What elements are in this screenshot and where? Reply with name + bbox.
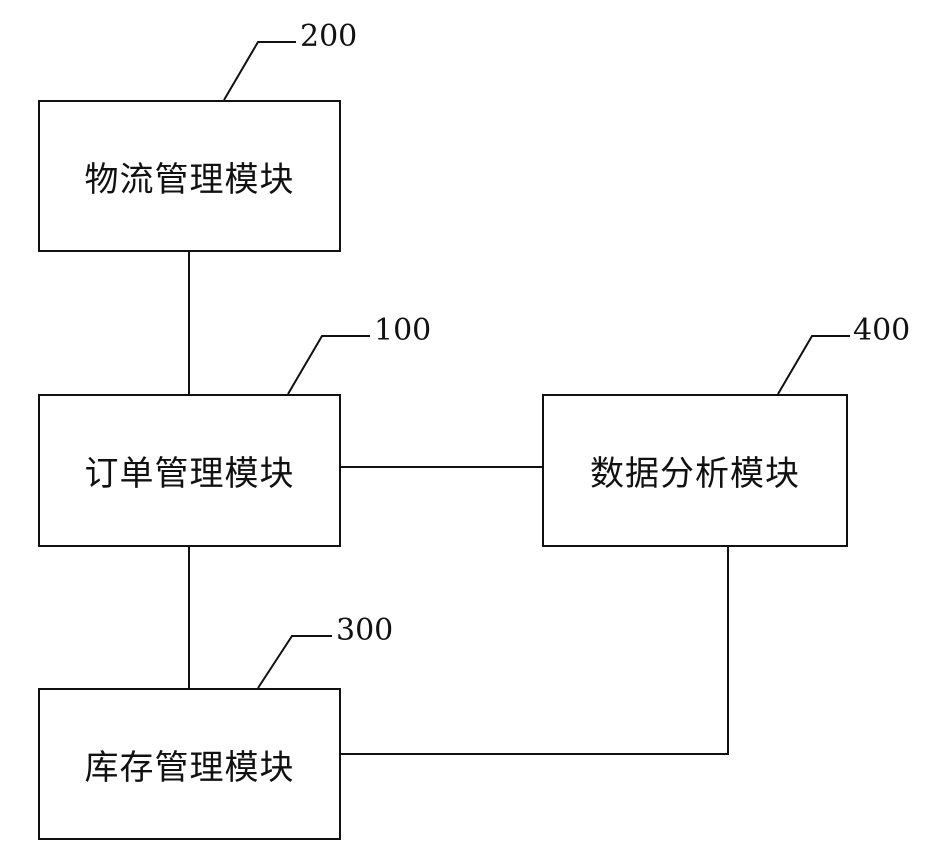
reference-numeral-400: 400 [853,316,910,346]
order-management-module: 订单管理模块 [38,394,341,547]
reference-numeral-100: 100 [374,316,431,346]
logistics-management-label: 物流管理模块 [85,152,295,201]
leader-100 [288,336,370,394]
leader-200 [224,42,296,100]
inventory-management-module: 库存管理模块 [38,688,341,840]
logistics-management-module: 物流管理模块 [38,100,341,252]
leader-300 [258,636,332,688]
reference-numeral-200: 200 [300,22,357,52]
leader-400 [778,336,850,394]
order-management-label: 订单管理模块 [85,446,295,495]
data-analysis-module: 数据分析模块 [542,394,848,547]
reference-numeral-300: 300 [336,616,393,646]
inventory-management-label: 库存管理模块 [85,740,295,789]
link-analysis-inventory [341,547,728,754]
data-analysis-label: 数据分析模块 [590,446,800,495]
